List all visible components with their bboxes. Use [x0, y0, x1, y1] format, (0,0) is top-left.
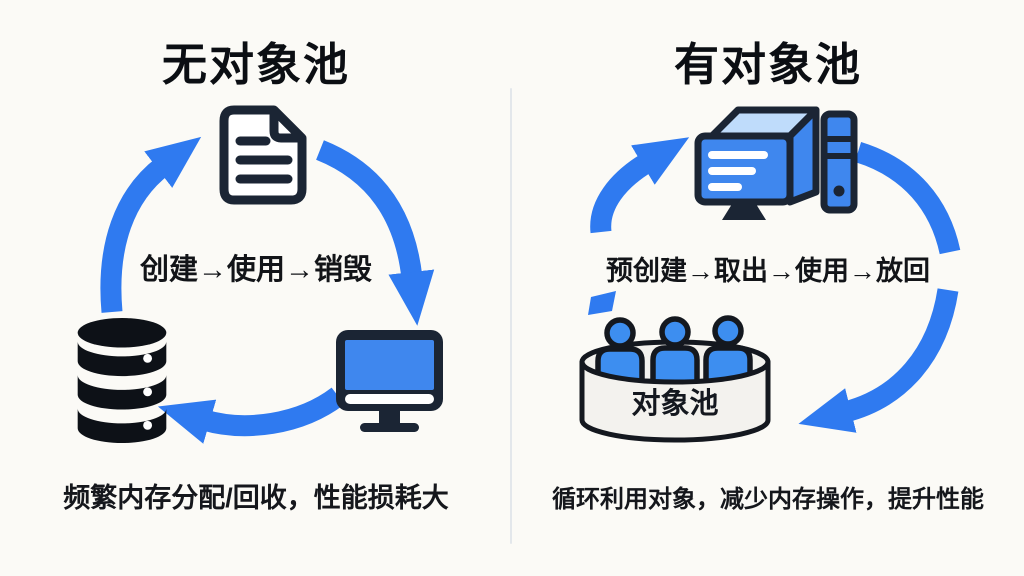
arrow-left-up — [100, 136, 202, 313]
right-panel-title: 有对象池 — [673, 39, 862, 90]
workstation-icon — [694, 106, 858, 220]
left-caption: 频繁内存分配/回收，性能损耗大 — [63, 483, 449, 513]
arrow-arc-to-pool — [798, 288, 959, 433]
pool-person-icon — [650, 316, 700, 392]
arrow-pool-to-top — [590, 137, 690, 234]
object-pool-icon: 对象池 — [579, 315, 771, 443]
pool-person-icon — [703, 315, 753, 390]
panel-divider — [510, 88, 512, 544]
left-cycle-label: 创建→使用→销毁 — [139, 254, 372, 286]
arrow-arc-top-right — [854, 141, 961, 255]
arrow-bottom-left — [157, 387, 345, 444]
left-panel-title: 无对象池 — [161, 39, 350, 90]
monitor-icon — [336, 330, 443, 432]
document-icon — [219, 105, 307, 205]
database-icon — [77, 317, 167, 444]
right-caption: 循环利用对象，减少内存操作，提升性能 — [552, 486, 984, 513]
pool-label: 对象池 — [631, 387, 718, 420]
right-cycle-label: 预创建→取出→使用→放回 — [606, 256, 930, 286]
